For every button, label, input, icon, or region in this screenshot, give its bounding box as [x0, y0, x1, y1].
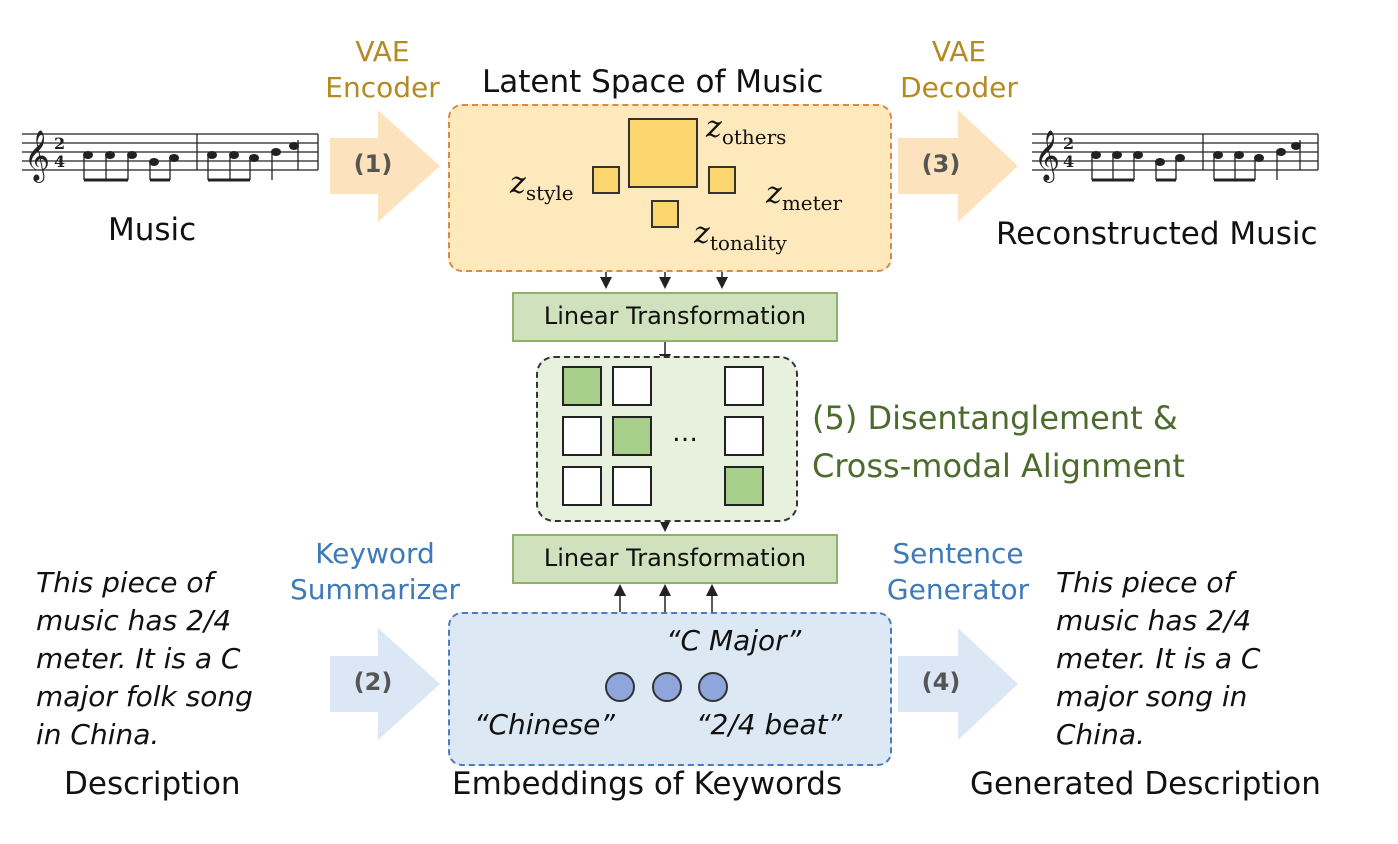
music-staff-right	[1032, 133, 1319, 182]
step-3: (3)	[921, 150, 961, 178]
keyword-embedding-dot	[605, 672, 635, 702]
music-label: Music	[108, 212, 197, 248]
svg-text:2: 2	[54, 134, 65, 153]
keyword-chinese: “Chinese”	[474, 708, 615, 741]
description-label: Description	[64, 766, 241, 802]
z-tonality-label: ztonality	[694, 216, 787, 255]
grid-cell	[612, 416, 652, 456]
keyword-beat: “2/4 beat”	[696, 708, 843, 741]
grid-cell	[612, 366, 652, 406]
vae-decoder-label: VAE Decoder	[900, 35, 1018, 104]
summarizer-arrow	[330, 628, 440, 740]
grid-cell	[724, 366, 764, 406]
keyword-embedding-dot	[698, 672, 728, 702]
grid-ellipsis: …	[672, 418, 698, 448]
decoder-arrow	[898, 110, 1018, 222]
z-others-square	[628, 118, 698, 188]
svg-text:2: 2	[1063, 134, 1074, 153]
embeddings-title: Embeddings of Keywords	[452, 766, 843, 802]
linear-transformation-top: Linear Transformation	[512, 292, 838, 342]
grid-cell	[724, 416, 764, 456]
vae-encoder-label: VAE Encoder	[325, 35, 440, 104]
keyword-embedding-dot	[652, 672, 682, 702]
svg-text:𝄞: 𝄞	[24, 130, 50, 183]
generator-arrow	[898, 628, 1018, 740]
z-meter-label: zmeter	[766, 176, 843, 215]
latent-space-title: Latent Space of Music	[482, 64, 824, 100]
grid-cell	[562, 416, 602, 456]
svg-text:4: 4	[1063, 152, 1074, 171]
music-staff-left	[22, 133, 319, 182]
z-tonality-square	[651, 200, 679, 228]
reconstructed-music-label: Reconstructed Music	[996, 216, 1318, 252]
encoder-arrow	[330, 110, 440, 222]
grid-cell	[612, 466, 652, 506]
generated-description-label: Generated Description	[970, 766, 1321, 802]
grid-cell	[724, 466, 764, 506]
z-others-label: zothers	[706, 110, 787, 149]
z-style-label: zstyle	[510, 166, 574, 205]
alignment-title: (5) Disentanglement & Cross-modal Alignm…	[812, 399, 1185, 485]
z-meter-square	[708, 166, 736, 194]
svg-text:4: 4	[54, 152, 65, 171]
description-text: This piece of music has 2/4 meter. It is…	[36, 566, 253, 751]
linear-transformation-bottom: Linear Transformation	[512, 534, 838, 584]
z-style-square	[592, 166, 620, 194]
step-2: (2)	[353, 668, 393, 696]
grid-cell	[562, 366, 602, 406]
keyword-summarizer-label: Keyword Summarizer	[290, 537, 460, 606]
step-1: (1)	[353, 150, 393, 178]
grid-cell	[562, 466, 602, 506]
svg-text:𝄞: 𝄞	[1034, 130, 1060, 183]
generated-description-text: This piece of music has 2/4 meter. It is…	[1056, 566, 1261, 751]
keyword-c-major: “C Major”	[666, 624, 802, 657]
sentence-generator-label: Sentence Generator	[886, 537, 1030, 606]
step-4: (4)	[921, 668, 961, 696]
